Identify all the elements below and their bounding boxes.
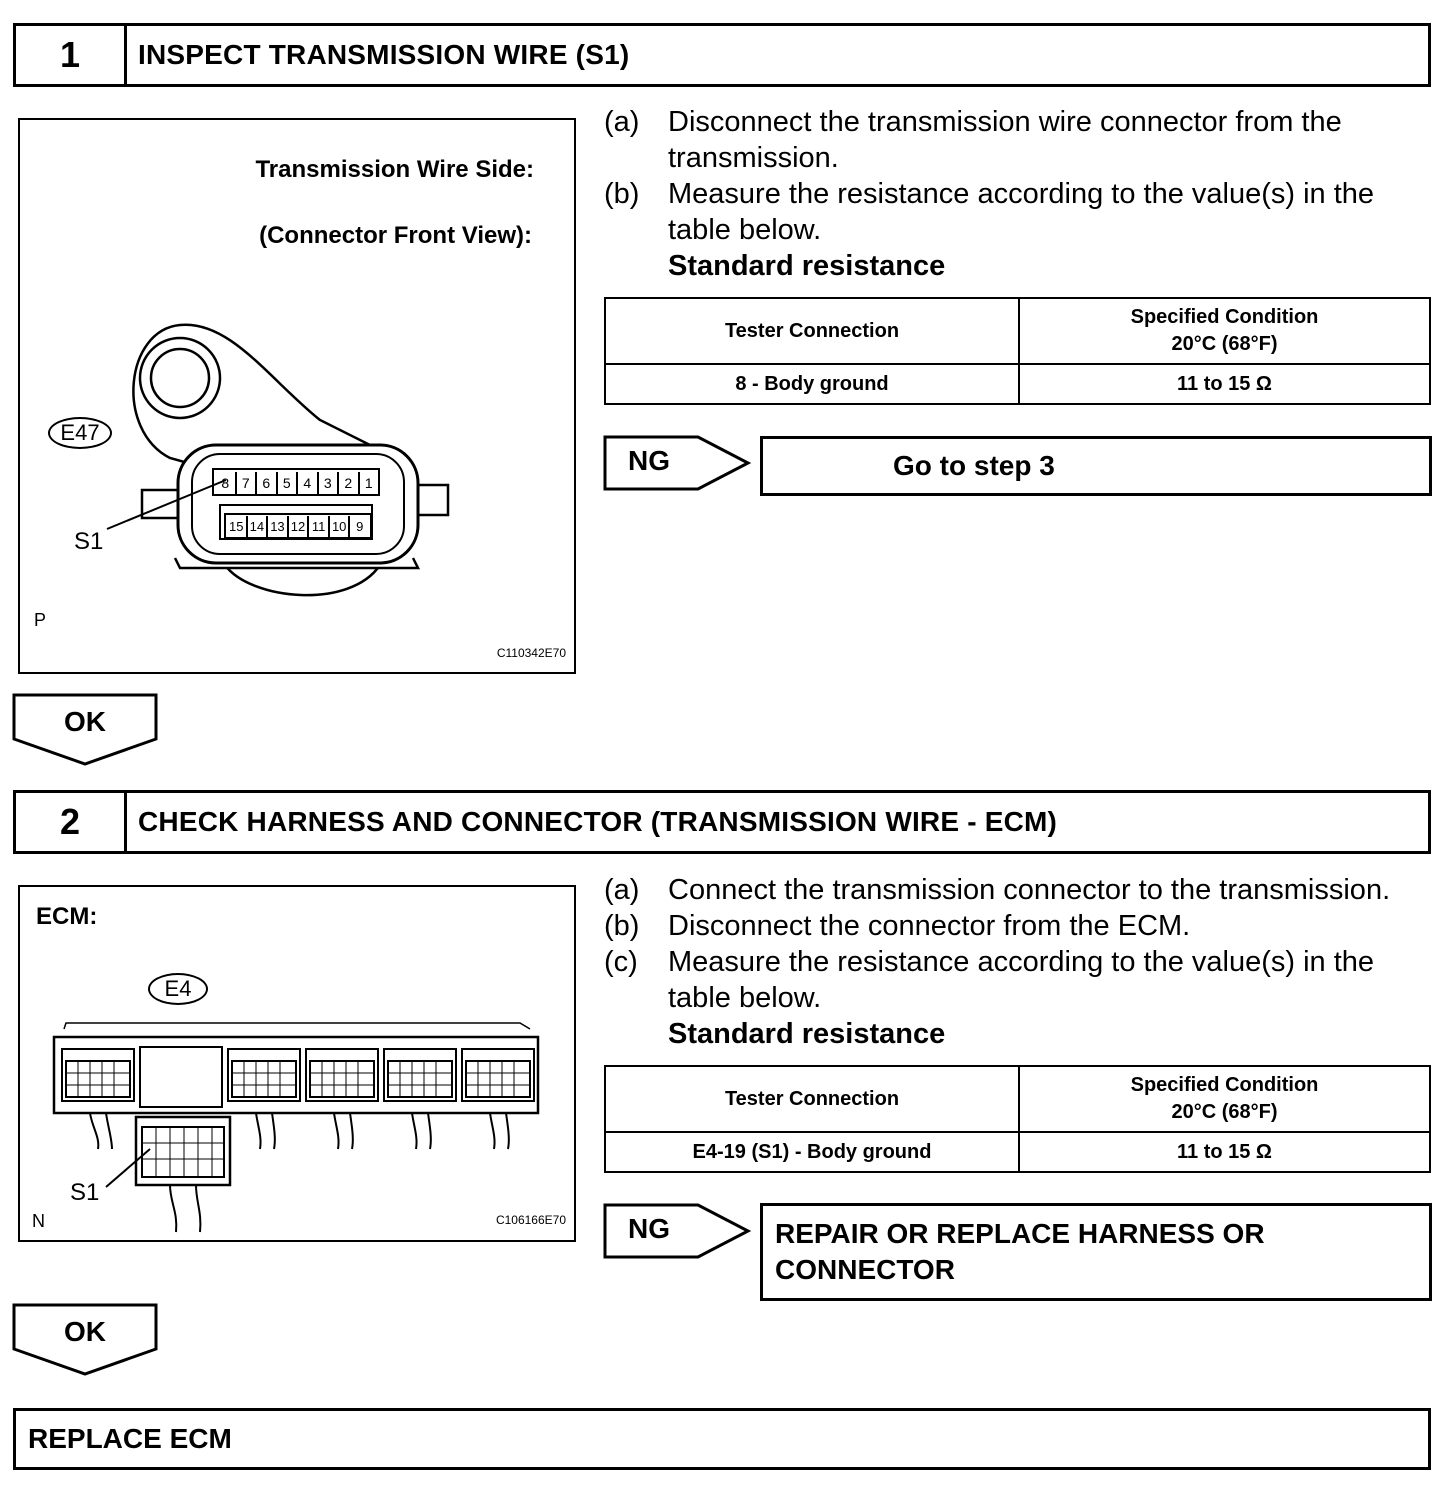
- final-action-text: REPLACE ECM: [28, 1423, 232, 1454]
- pin-11: 11: [309, 516, 330, 538]
- instruction-b: (b) Measure the resistance according to …: [604, 176, 1434, 248]
- figure-caption-line2: (Connector Front View):: [259, 222, 532, 249]
- ok-arrow-icon: [12, 693, 158, 766]
- figure-id: C106166E70: [495, 1213, 566, 1227]
- ng-arrow-icon: [603, 1203, 752, 1259]
- ng-action-text: REPAIR OR REPLACE HARNESS OR CONNECTOR: [775, 1218, 1265, 1285]
- pin-10: 10: [330, 516, 351, 538]
- connector-pins-bottom: 15 14 13 12 11 10 9: [227, 516, 369, 538]
- terminal-label-s1: S1: [74, 528, 104, 555]
- step-1-instructions: (a) Disconnect the transmission wire con…: [604, 104, 1434, 284]
- instruction-text: Measure the resistance according to the …: [668, 946, 1375, 1014]
- pin-6: 6: [257, 472, 278, 494]
- standard-resistance-label: Standard resistance: [668, 250, 946, 282]
- cell-connection: E4-19 (S1) - Body ground: [604, 1131, 1020, 1173]
- figure-id: C110342E70: [496, 646, 566, 660]
- step-1-figure: Transmission Wire Side: (Connector Front…: [18, 118, 576, 674]
- step-2-title: CHECK HARNESS AND CONNECTOR (TRANSMISSIO…: [138, 806, 1058, 837]
- instruction-text: Measure the resistance according to the …: [668, 178, 1375, 246]
- ok-arrow-icon: [12, 1303, 158, 1376]
- header-tester-connection: Tester Connection: [604, 1065, 1020, 1133]
- ng-label: NG: [628, 445, 670, 476]
- figure-corner-letter: P: [34, 610, 47, 630]
- figure-corner-letter: N: [32, 1211, 45, 1231]
- table-row: E4-19 (S1) - Body ground 11 to 15 Ω: [604, 1131, 1431, 1173]
- pin-2: 2: [339, 472, 360, 494]
- instruction-a: (a) Connect the transmission connector t…: [604, 872, 1444, 908]
- pin-7: 7: [237, 472, 257, 494]
- pin-13: 13: [268, 516, 289, 538]
- header-specified-condition: Specified Condition 20°C (68°F): [1018, 1065, 1431, 1133]
- instruction-text: Connect the transmission connector to th…: [668, 874, 1391, 906]
- ng-arrow-icon: [603, 435, 752, 491]
- ok-label: OK: [64, 1316, 106, 1347]
- pin-15: 15: [227, 516, 248, 538]
- terminal-label-s1: S1: [70, 1179, 100, 1206]
- pin-5: 5: [278, 472, 298, 494]
- pin-14: 14: [248, 516, 269, 538]
- header-condition-line2: 20°C (68°F): [1171, 333, 1278, 355]
- table-row: 8 - Body ground 11 to 15 Ω: [604, 363, 1431, 405]
- step-2-number: 2: [16, 793, 127, 851]
- final-action-box: REPLACE ECM: [13, 1408, 1431, 1470]
- step-1-title: INSPECT TRANSMISSION WIRE (S1): [138, 39, 630, 70]
- instruction-a: (a) Disconnect the transmission wire con…: [604, 104, 1434, 176]
- ok-label: OK: [64, 706, 106, 737]
- ecm-caption: ECM:: [36, 903, 98, 930]
- step-2-figure: ECM: E4: [18, 885, 576, 1242]
- pin-8: 8: [216, 472, 237, 494]
- pin-12: 12: [289, 516, 310, 538]
- instruction-c: (c) Measure the resistance according to …: [604, 944, 1438, 1016]
- instruction-label: (b): [604, 178, 640, 210]
- pin-4: 4: [298, 472, 319, 494]
- cell-condition: 11 to 15 Ω: [1018, 363, 1431, 405]
- header-specified-condition: Specified Condition 20°C (68°F): [1018, 297, 1431, 365]
- header-condition-line2: 20°C (68°F): [1171, 1101, 1278, 1123]
- header-condition-line1: Specified Condition: [1130, 306, 1319, 328]
- ng-action-box: Go to step 3: [760, 436, 1432, 496]
- ecm-connector-drawing: [52, 1022, 540, 1233]
- connector-code-e47: E47: [48, 417, 112, 449]
- step-2-instructions: (a) Connect the transmission connector t…: [604, 872, 1444, 1052]
- pin-3: 3: [319, 472, 339, 494]
- header-condition-line1: Specified Condition: [1130, 1074, 1319, 1096]
- pin-9: 9: [356, 519, 364, 534]
- transmission-connector-drawing: [106, 323, 450, 597]
- step-1-resistance-table: Tester Connection Specified Condition 20…: [604, 297, 1431, 405]
- instruction-label: (c): [604, 946, 638, 978]
- instruction-text: Disconnect the transmission wire connect…: [668, 106, 1342, 174]
- connector-pins-top: 8 7 6 5 4 3 2 1: [216, 472, 378, 494]
- cell-condition: 11 to 15 Ω: [1018, 1131, 1431, 1173]
- step-1-number: 1: [16, 26, 127, 84]
- instruction-label: (a): [604, 106, 640, 138]
- standard-resistance-label: Standard resistance: [668, 1018, 946, 1050]
- step-1-header: 1 INSPECT TRANSMISSION WIRE (S1): [13, 23, 1431, 87]
- ng-label: NG: [628, 1213, 670, 1244]
- ng-action-box: REPAIR OR REPLACE HARNESS OR CONNECTOR: [760, 1203, 1432, 1301]
- pin-1: 1: [364, 475, 373, 491]
- cell-connection: 8 - Body ground: [604, 363, 1020, 405]
- instruction-label: (b): [604, 910, 640, 942]
- ng-action-text: Go to step 3: [893, 450, 1055, 481]
- instruction-label: (a): [604, 874, 640, 906]
- instruction-b: (b) Disconnect the connector from the EC…: [604, 908, 1444, 944]
- connector-code-e4: E4: [148, 973, 208, 1005]
- instruction-text: Disconnect the connector from the ECM.: [668, 910, 1191, 942]
- header-tester-connection: Tester Connection: [604, 297, 1020, 365]
- step-2-header: 2 CHECK HARNESS AND CONNECTOR (TRANSMISS…: [13, 790, 1431, 854]
- figure-caption-line1: Transmission Wire Side:: [255, 156, 534, 183]
- step-2-resistance-table: Tester Connection Specified Condition 20…: [604, 1065, 1431, 1173]
